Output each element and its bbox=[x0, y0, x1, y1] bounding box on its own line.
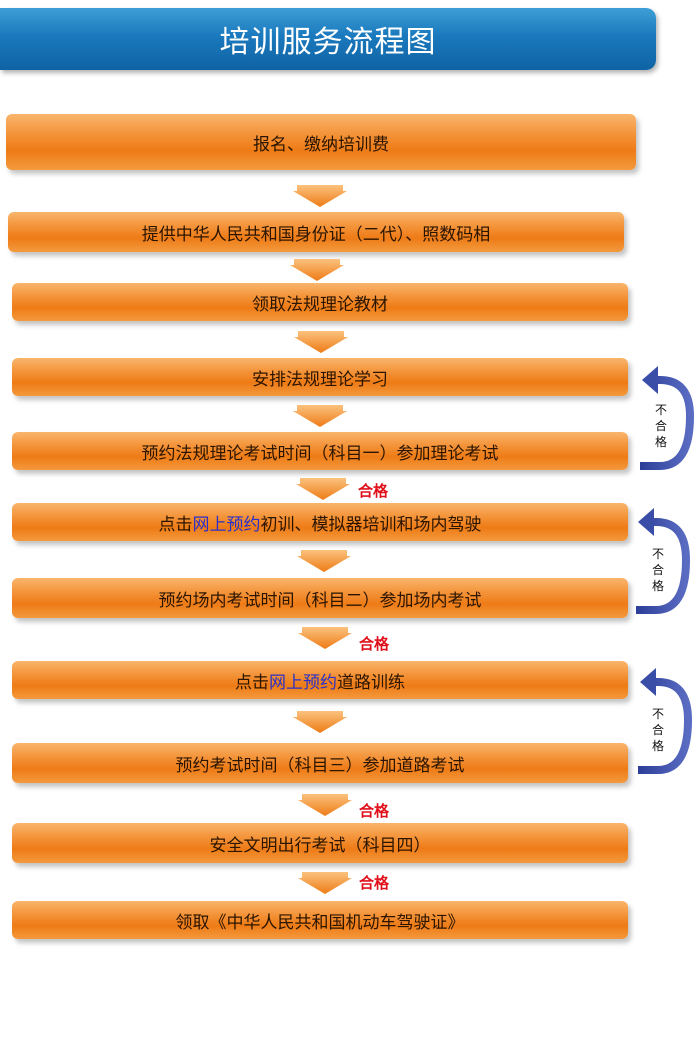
step-subject-two: 预约场内考试时间（科目二）参加场内考试 bbox=[12, 578, 628, 618]
down-arrow-icon bbox=[298, 627, 352, 649]
step-label: 预约考试时间（科目三）参加道路考试 bbox=[175, 755, 465, 776]
step-road-training: 点击网上预约 道路训练 bbox=[12, 661, 628, 699]
online-booking-link[interactable]: 网上预约 bbox=[192, 514, 261, 535]
title-banner: 培训服务流程图 bbox=[0, 8, 656, 70]
step-provide-id: 提供中华人民共和国身份证（二代）、照数码相 bbox=[8, 212, 624, 252]
step-subject-one: 预约法规理论考试时间（科目一）参加理论考试 bbox=[12, 432, 628, 470]
step-label: 预约法规理论考试时间（科目一）参加理论考试 bbox=[141, 443, 499, 464]
step-field-training: 点击网上预约初训、模拟器培训和场内驾驶 bbox=[12, 503, 628, 541]
fail-label: 不 合 格 bbox=[651, 547, 664, 593]
down-arrow-icon bbox=[297, 550, 351, 572]
page-title: 培训服务流程图 bbox=[219, 25, 437, 60]
down-arrow-icon bbox=[293, 185, 347, 207]
retry-loop-arrow-icon bbox=[636, 508, 691, 614]
pass-label: 合格 bbox=[359, 874, 390, 892]
step-get-materials: 领取法规理论教材 bbox=[12, 283, 628, 321]
retry-loop-arrow-icon bbox=[640, 366, 695, 470]
down-arrow-icon bbox=[293, 405, 347, 427]
pass-label: 合格 bbox=[359, 802, 390, 820]
step-label: 领取《中华人民共和国机动车驾驶证》 bbox=[175, 912, 465, 933]
fail-label: 不 合 格 bbox=[654, 403, 667, 449]
step-label-pre: 点击 bbox=[235, 672, 269, 693]
step-label-pre: 点击 bbox=[158, 514, 193, 535]
step-label: 领取法规理论教材 bbox=[252, 294, 388, 315]
fail-label: 不 合 格 bbox=[651, 707, 664, 753]
online-booking-link[interactable]: 网上预约 bbox=[269, 672, 337, 693]
step-label-post: 初训、模拟器培训和场内驾驶 bbox=[260, 514, 482, 535]
down-arrow-icon bbox=[293, 711, 347, 733]
down-arrow-icon bbox=[294, 331, 348, 353]
down-arrow-icon bbox=[296, 478, 350, 500]
step-label: 安全文明出行考试（科目四） bbox=[209, 835, 431, 856]
step-theory-study: 安排法规理论学习 bbox=[12, 358, 628, 396]
step-label: 预约场内考试时间（科目二）参加场内考试 bbox=[158, 590, 482, 611]
pass-label: 合格 bbox=[359, 635, 390, 653]
step-subject-four: 安全文明出行考试（科目四） bbox=[12, 823, 628, 863]
step-subject-three: 预约考试时间（科目三）参加道路考试 bbox=[12, 743, 628, 783]
step-get-license: 领取《中华人民共和国机动车驾驶证》 bbox=[12, 901, 628, 939]
step-register: 报名、缴纳培训费 bbox=[6, 114, 636, 170]
down-arrow-icon bbox=[290, 259, 344, 281]
pass-label: 合格 bbox=[358, 482, 389, 500]
retry-loop-arrow-icon bbox=[638, 668, 693, 774]
step-label: 提供中华人民共和国身份证（二代）、照数码相 bbox=[141, 224, 491, 245]
step-label: 安排法规理论学习 bbox=[252, 369, 388, 390]
step-label-post: 道路训练 bbox=[337, 672, 405, 693]
step-label: 报名、缴纳培训费 bbox=[253, 134, 389, 155]
down-arrow-icon bbox=[298, 794, 352, 816]
down-arrow-icon bbox=[298, 872, 352, 894]
